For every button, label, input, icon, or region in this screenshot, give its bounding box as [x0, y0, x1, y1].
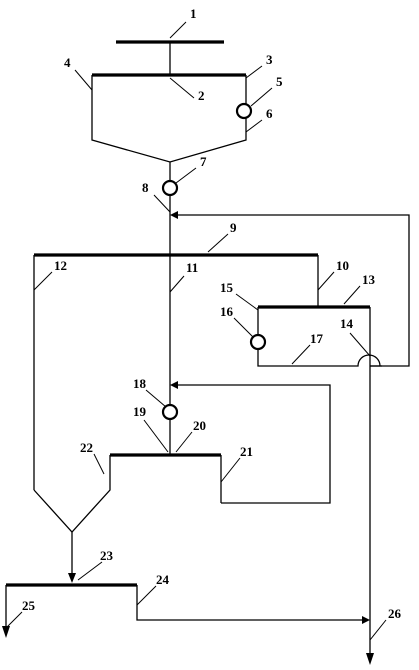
label-26: 26 [388, 606, 402, 621]
leader-16 [233, 317, 254, 338]
label-4: 4 [64, 55, 71, 70]
leader-8 [153, 194, 171, 213]
label-7: 7 [200, 154, 207, 169]
leader-13 [343, 285, 361, 305]
recycle-loop-top [172, 214, 410, 367]
hopper-outlet-arrow [68, 573, 76, 583]
label-10: 10 [336, 258, 349, 273]
label-3: 3 [266, 52, 273, 67]
leader-23 [77, 561, 103, 581]
upper-tank-pump [235, 102, 253, 120]
label-18: 18 [133, 376, 147, 391]
label-2: 2 [198, 88, 205, 103]
label-20: 20 [193, 418, 206, 433]
label-12: 12 [54, 258, 67, 273]
right-tank-pump-16 [249, 333, 267, 351]
leader-24 [136, 585, 157, 606]
leader-26 [369, 619, 387, 641]
label-21: 21 [240, 444, 253, 459]
label-25: 25 [22, 598, 36, 613]
label-17: 17 [310, 331, 324, 346]
leader-19 [143, 419, 169, 453]
leader-2 [169, 77, 195, 99]
leader-22 [93, 453, 105, 475]
leader-1 [169, 21, 187, 39]
underflow-arrow-25 [2, 626, 10, 638]
leader-15 [235, 293, 259, 311]
leader-7 [175, 167, 197, 184]
label-23: 23 [100, 548, 114, 563]
leader-3 [245, 65, 263, 79]
label-15: 15 [220, 280, 234, 295]
label-22: 22 [80, 440, 93, 455]
leader-12 [33, 271, 53, 291]
recycle-arrow-top [170, 211, 178, 219]
label-19: 19 [133, 404, 147, 419]
leader-4 [74, 69, 93, 91]
label-9: 9 [230, 220, 237, 235]
leader-14 [349, 332, 371, 357]
oversize-arrow-24 [362, 616, 370, 624]
label-13: 13 [362, 272, 376, 287]
leader-18 [145, 389, 167, 408]
outlet-arrow-26 [366, 653, 374, 665]
leader-20 [175, 431, 193, 453]
label-8: 8 [142, 180, 149, 195]
oversize-line-24 [136, 585, 368, 621]
leader-17 [291, 344, 311, 365]
leader-5 [250, 87, 273, 107]
label-1: 1 [190, 6, 197, 21]
leader-9 [207, 233, 229, 253]
label-6: 6 [266, 106, 273, 121]
recycle-loop-lower [172, 384, 331, 504]
outlet-pump-7 [161, 179, 179, 197]
label-5: 5 [276, 74, 283, 89]
recycle-arrow-lower [170, 381, 178, 389]
upper-tank-body [91, 75, 247, 163]
label-14: 14 [340, 316, 354, 331]
pump-18 [161, 403, 179, 421]
leader-11 [169, 275, 185, 293]
hopper-22 [33, 455, 111, 533]
leader-6 [245, 119, 263, 133]
label-11: 11 [186, 260, 198, 275]
leader-21 [220, 457, 241, 483]
leader-25 [5, 611, 23, 629]
label-24: 24 [156, 572, 170, 587]
leader-10 [317, 271, 335, 291]
label-16: 16 [220, 304, 234, 319]
